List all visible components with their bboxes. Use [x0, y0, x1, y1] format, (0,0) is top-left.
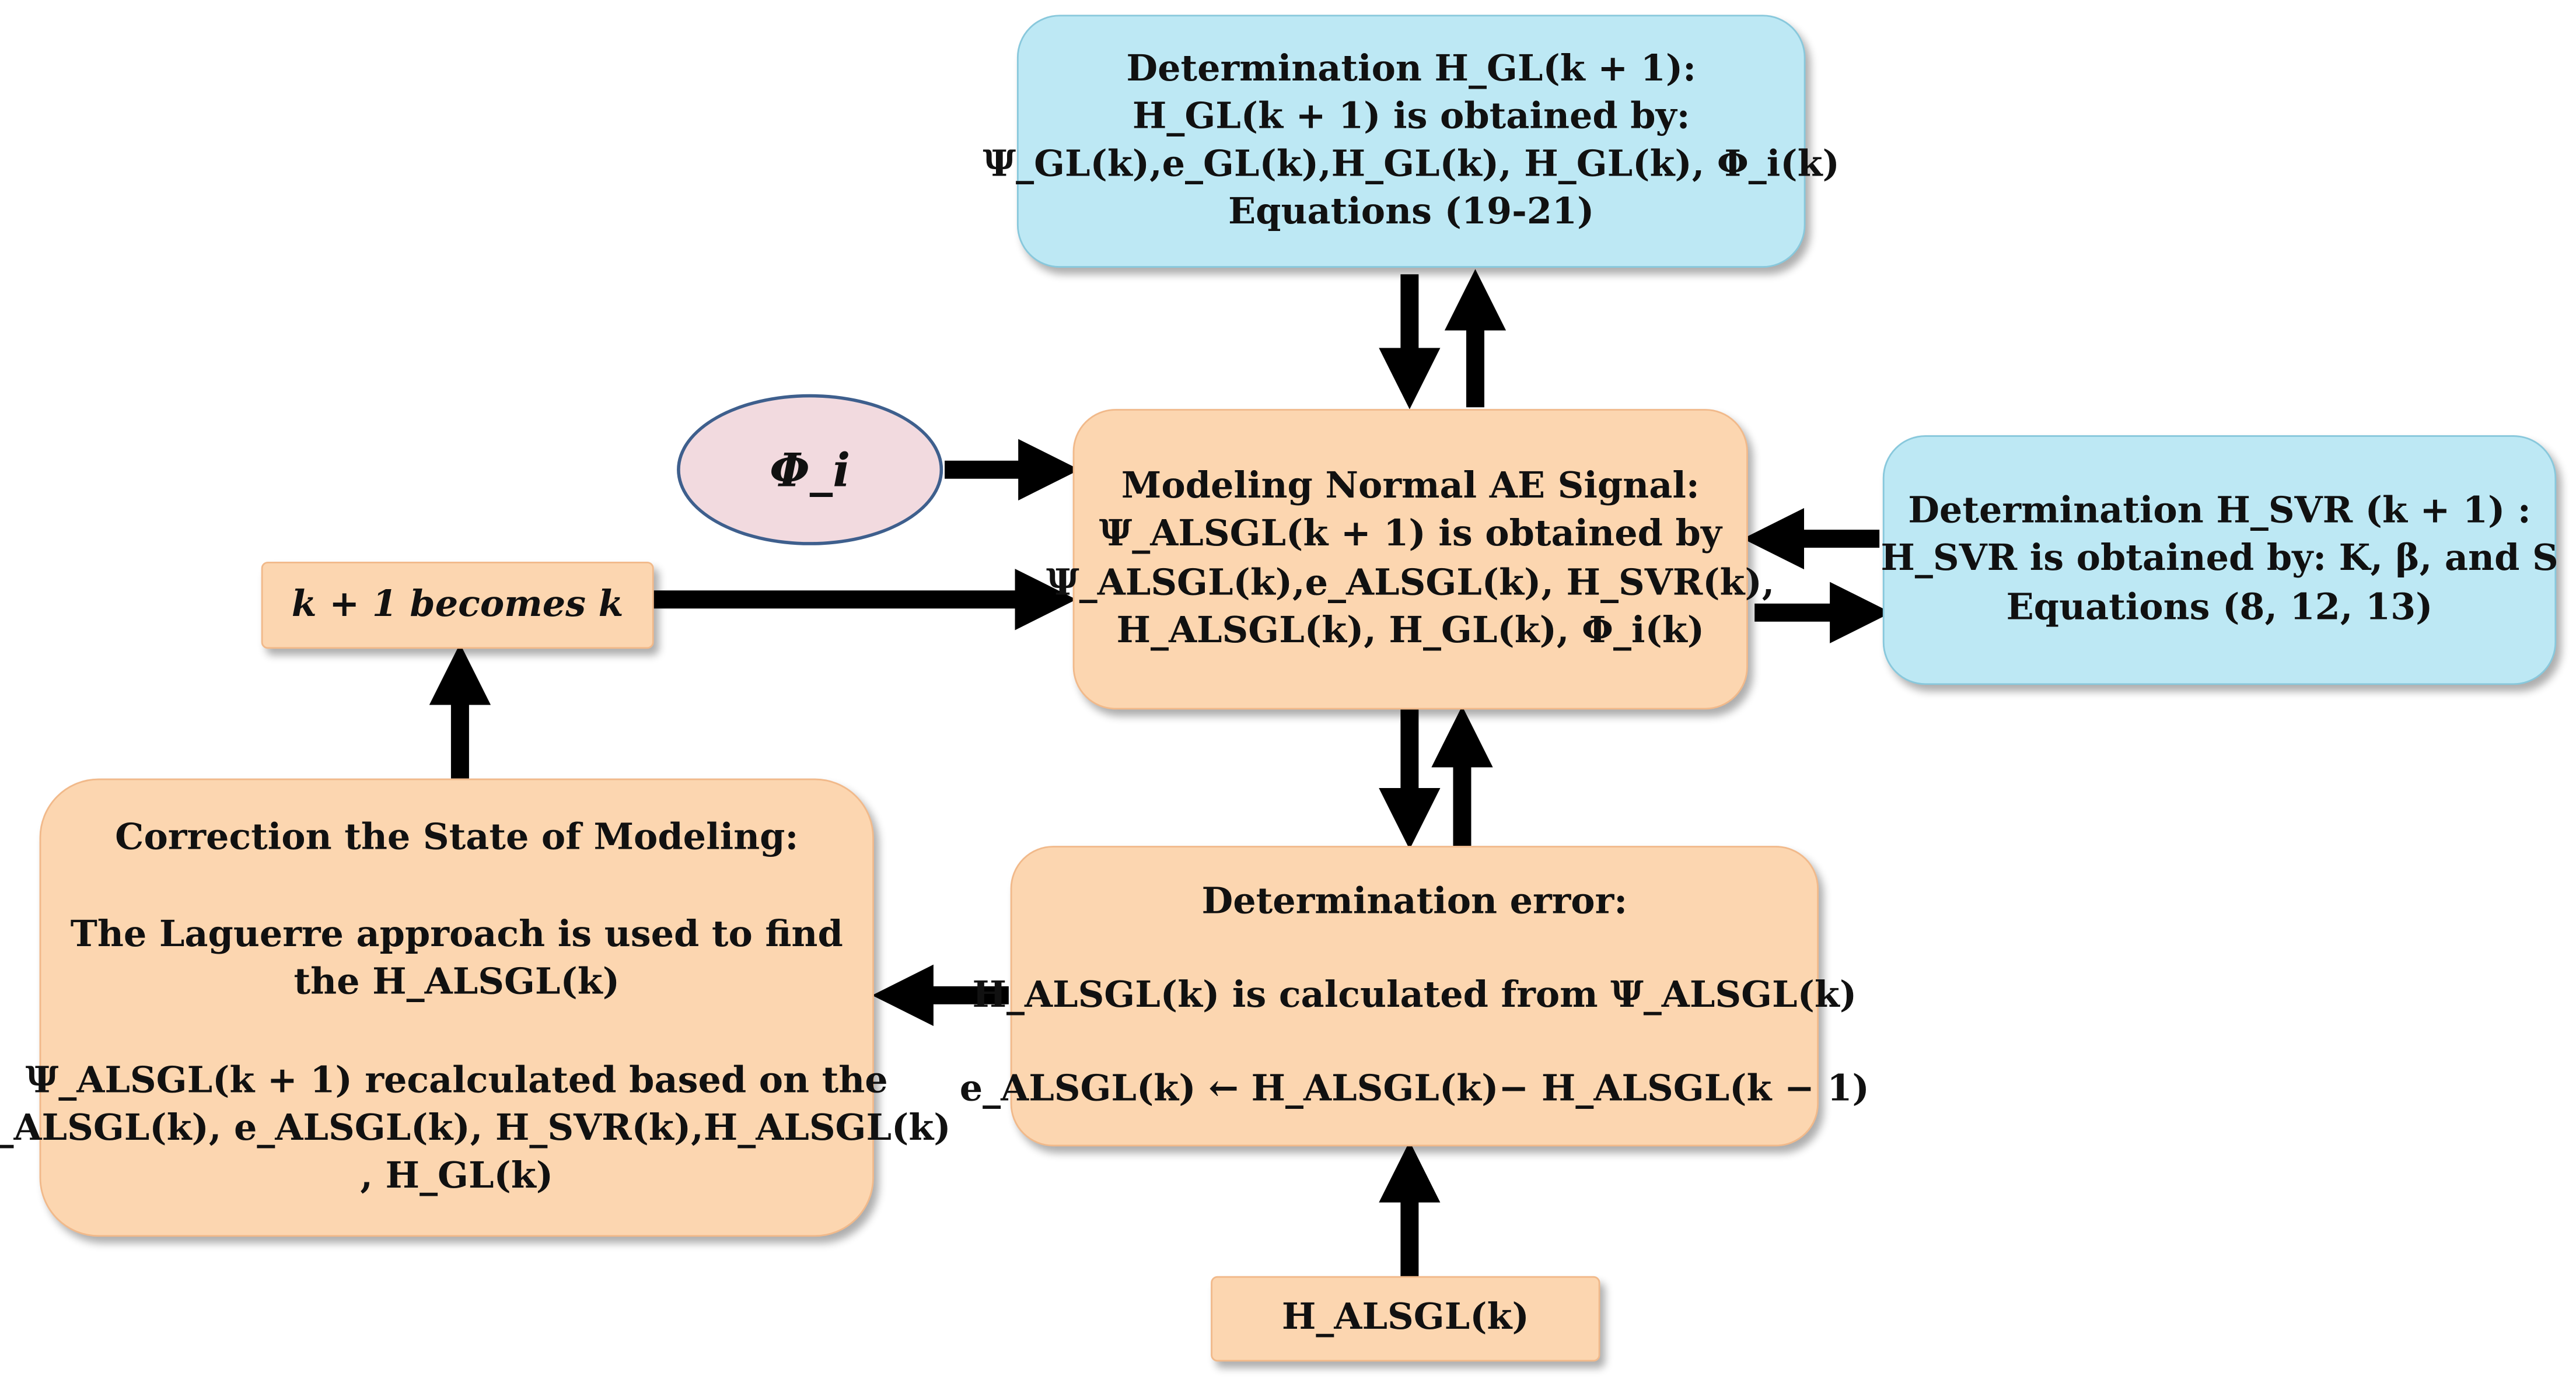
k-becomes-k-label: k + 1 becomes k: [291, 583, 624, 626]
top-line-2: H_GL(k + 1) is obtained by:: [1132, 94, 1690, 138]
center-line-1: Modeling Normal AE Signal:: [1121, 464, 1700, 508]
correction-state-box: Correction the State of Modeling: The La…: [0, 778, 951, 1237]
correction-para2-line1: Ψ_ALSGL(k + 1) recalculated based on the: [25, 1058, 888, 1101]
center-line-4: H_ALSGL(k), H_GL(k), Φ_i(k): [1116, 608, 1705, 652]
determination-hsvr-box: Determination H_SVR (k + 1) : H_SVR is o…: [1881, 435, 2558, 685]
right-line-3: Equations (8, 12, 13): [2006, 586, 2433, 629]
right-line-1: Determination H_SVR (k + 1) :: [1908, 489, 2531, 533]
determination-error-box: Determination error: H_ALSGL(k) is calcu…: [960, 846, 1869, 1147]
correction-para1-line1: The Laguerre approach is used to find: [70, 913, 843, 956]
top-line-3: Ψ_GL(k),e_GL(k),H_GL(k), H_GL(k), Φ_i(k): [983, 142, 1840, 186]
error-title: Determination error:: [1201, 880, 1628, 923]
modeling-normal-ae-box: Modeling Normal AE Signal: Ψ_ALSGL(k + 1…: [1046, 409, 1774, 710]
k-becomes-k-box: k + 1 becomes k: [261, 561, 654, 649]
h-alsgl-label: H_ALSGL(k): [1281, 1296, 1529, 1339]
center-line-3: Ψ_ALSGL(k),e_ALSGL(k), H_SVR(k),: [1046, 561, 1775, 604]
error-line-2: e_ALSGL(k) ← H_ALSGL(k)− H_ALSGL(k − 1): [959, 1067, 1869, 1111]
phi-label: Φ_i: [770, 442, 851, 497]
top-line-1: Determination H_GL(k + 1):: [1126, 47, 1696, 90]
correction-para2-line3: , H_GL(k): [360, 1154, 554, 1198]
top-line-4: Equations (19-21): [1228, 191, 1595, 234]
error-line-1: H_ALSGL(k) is calculated from Ψ_ALSGL(k): [972, 974, 1857, 1017]
h-alsgl-input-box: H_ALSGL(k): [1211, 1276, 1600, 1362]
center-line-2: Ψ_ALSGL(k + 1) is obtained by: [1099, 513, 1722, 556]
correction-title: Correction the State of Modeling:: [115, 815, 799, 859]
phi-ellipse: Φ_i: [677, 394, 943, 545]
determination-hgl-box: Determination H_GL(k + 1): H_GL(k + 1) i…: [983, 15, 1840, 268]
correction-para2-line2: Ψ_ALSGL(k), e_ALSGL(k), H_SVR(k),H_ALSGL…: [0, 1107, 951, 1150]
correction-para1-line2: the H_ALSGL(k): [293, 961, 620, 1004]
right-line-2: H_SVR is obtained by: K, β, and S: [1881, 537, 2558, 580]
